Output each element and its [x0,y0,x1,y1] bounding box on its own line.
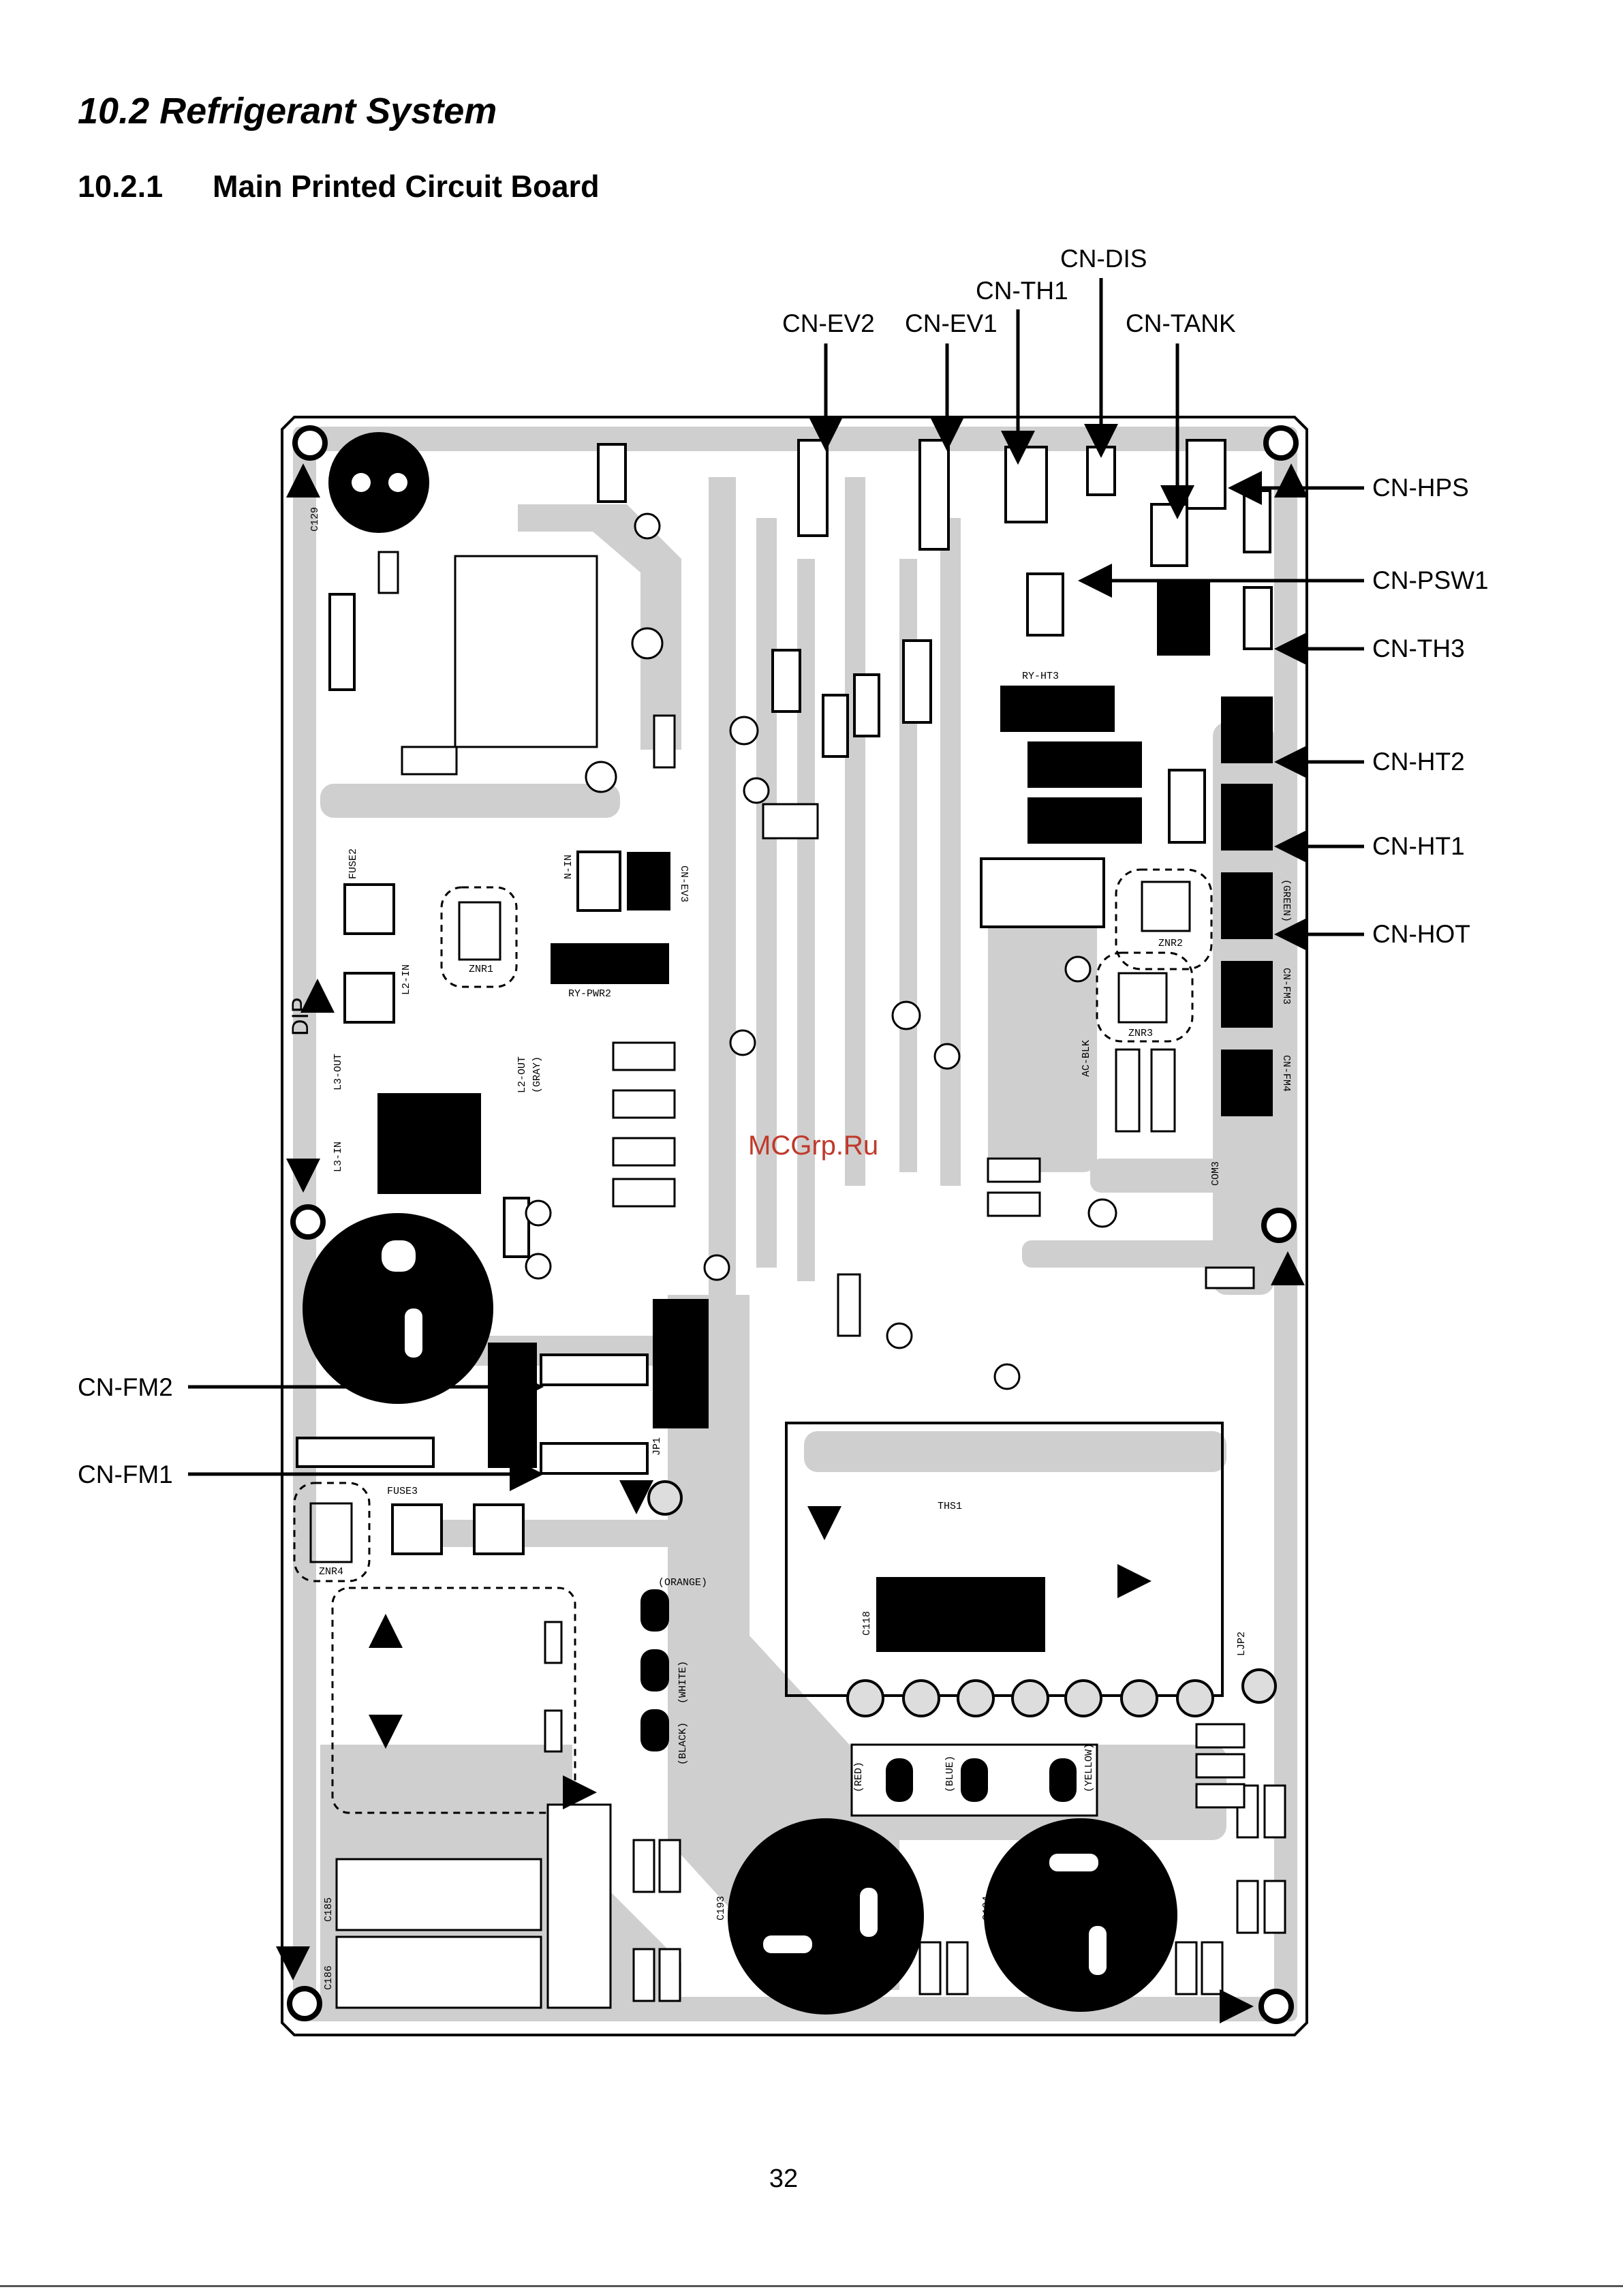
silk-c186: C186 [323,1965,335,1990]
callout-cn-hps: CN-HPS [1372,474,1469,502]
znr-symbols [309,881,1191,1563]
silk-black: (BLACK) [677,1722,689,1765]
pcb-diagram: C129 DIP C193 C194 C185 C186 C118 ZNR1 Z… [78,245,1489,2036]
silk-orange: (ORANGE) [658,1577,707,1589]
silk-com3: COM3 [1210,1161,1222,1186]
silk-cn-fm4: CN-FM4 [1280,1055,1292,1092]
callout-cn-fm1: CN-FM1 [78,1460,173,1488]
callout-cn-dis: CN-DIS [1060,245,1147,273]
large-capacitors [303,432,1177,2015]
silk-l2-in: L2-IN [401,964,412,995]
watermark: MCGrp.Ru [748,1131,878,1161]
silk-znr1: ZNR1 [469,964,493,975]
terminal-pads [647,1480,1277,1717]
heater-connectors [1221,697,1273,1116]
silk-c118: C118 [861,1611,873,1636]
silk-l2-out: L2-OUT [516,1056,528,1093]
silkscreen-labels: C129 DIP C193 C194 C185 C186 C118 ZNR1 Z… [288,507,1292,1990]
silk-ry-pwr2: RY-PWR2 [568,988,611,1000]
silk-c129: C129 [309,507,321,532]
callout-cn-th3: CN-TH3 [1372,634,1465,662]
callout-labels: CN-EV2 CN-EV1 CN-TH1 CN-DIS CN-TANK CN-H… [78,245,1489,1488]
silk-red: (RED) [853,1762,865,1792]
silk-ry-ht3: RY-HT3 [1022,671,1059,682]
silk-fuse3: FUSE3 [387,1486,418,1497]
silk-l3-out: L3-OUT [333,1054,344,1090]
silk-l3-in: L3-IN [333,1142,344,1172]
silk-znr3: ZNR3 [1128,1028,1153,1039]
silk-ths1: THS1 [938,1501,962,1512]
subsection-heading: Main Printed Circuit Board [213,169,600,204]
mounting-holes [287,425,1299,2024]
silk-ac-blk: AC-BLK [1081,1040,1092,1077]
callout-cn-ev1: CN-EV1 [905,309,998,337]
power-module [785,1422,1224,1697]
subsection-title: 10.2.1 Main Printed Circuit Board [78,169,600,204]
silk-white: (WHITE) [677,1661,689,1704]
silk-c194: C194 [981,1896,993,1920]
silk-fuse2: FUSE2 [347,848,359,879]
bottom-rule [0,2285,1623,2287]
callout-cn-fm2: CN-FM2 [78,1373,173,1401]
callout-leaders [188,278,1364,1491]
relays [377,581,1210,1652]
silk-znr4: ZNR4 [319,1566,343,1578]
silk-blue: (BLUE) [944,1756,956,1792]
subsection-number: 10.2.1 [78,169,164,204]
callout-cn-ht1: CN-HT1 [1372,832,1465,860]
silk-c185: C185 [323,1897,335,1922]
silk-dip: DIP [288,997,313,1036]
silk-yellow: (YELLOW) [1083,1743,1095,1792]
silk-n-in: N-IN [563,855,574,879]
callout-cn-hot: CN-HOT [1372,920,1470,948]
silk-cn-fm3: CN-FM3 [1280,968,1292,1005]
callout-cn-ev2: CN-EV2 [782,309,875,337]
header-connectors [296,439,1273,1555]
page-number: 32 [769,2164,799,2193]
film-capacitors [335,1803,612,2009]
phase-pads [640,1589,1098,1817]
silk-jp1: JP1 [651,1437,663,1456]
silk-ljp2: LJP2 [1236,1632,1248,1656]
silk-cn-ev3: CN-EV3 [678,866,690,902]
surge-absorbers [293,868,1213,1814]
silk-green: (GREEN) [1280,879,1292,922]
callout-cn-psw1: CN-PSW1 [1372,566,1489,594]
silk-c193: C193 [715,1896,727,1920]
section-title: 10.2 Refrigerant System [78,91,497,132]
callout-cn-tank: CN-TANK [1126,309,1236,337]
callout-cn-th1: CN-TH1 [976,277,1068,305]
board-arrows [276,463,1308,2023]
callout-cn-ht2: CN-HT2 [1372,748,1465,776]
silk-znr2: ZNR2 [1158,938,1183,949]
silk-gray: (GRAY) [531,1056,543,1093]
small-components [377,512,1286,2002]
